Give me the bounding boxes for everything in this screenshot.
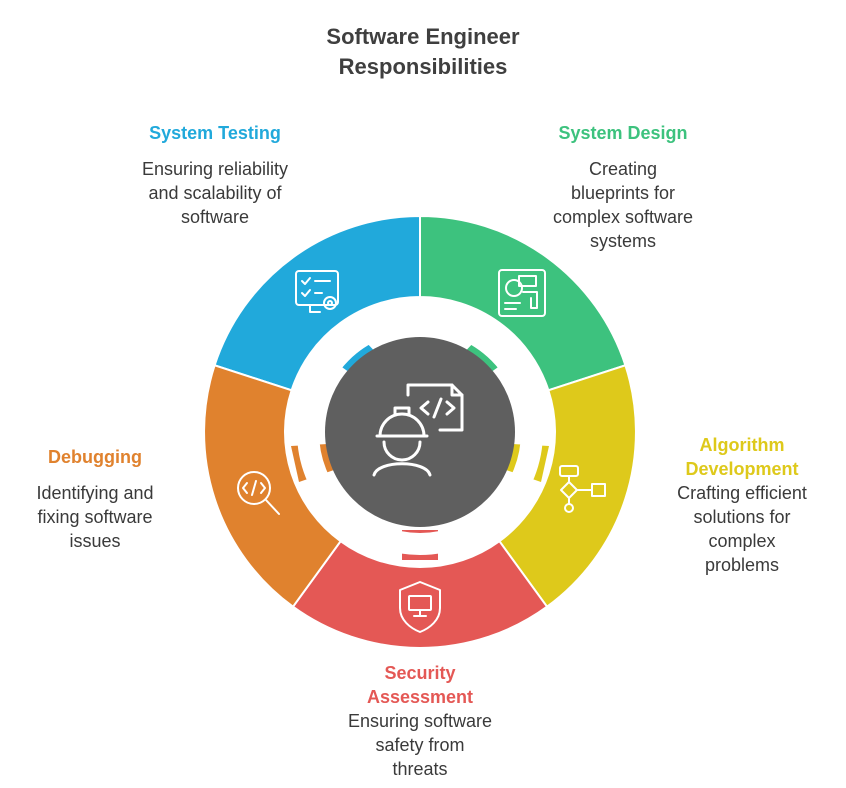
label-security-assessment: Security Assessment Ensuring software sa…	[310, 661, 530, 781]
heading-system-design: System Design	[558, 123, 688, 143]
checklist-gear-icon	[295, 270, 339, 313]
shield-monitor-icon	[399, 581, 441, 633]
heading-algorithm-development: Algorithm Development	[685, 435, 799, 479]
heading-security-assessment: Security Assessment	[366, 663, 474, 707]
heading-system-testing: System Testing	[149, 123, 281, 143]
description-system-testing: Ensuring reliability and scalability of …	[141, 159, 289, 227]
code-search-icon	[237, 471, 280, 515]
blueprint-layout-icon	[498, 269, 546, 317]
center-circle	[325, 337, 515, 527]
software-engineer-code-icon	[372, 383, 464, 477]
flowchart-icon	[559, 465, 606, 513]
label-algorithm-development: Algorithm Development Crafting efficient…	[646, 433, 838, 577]
label-debugging: Debugging Identifying and fixing softwar…	[0, 445, 190, 553]
description-security-assessment: Ensuring software safety from threats	[347, 711, 493, 779]
title-line-1: Software Engineer	[326, 24, 520, 49]
description-system-design: Creating blueprints for complex software…	[552, 159, 694, 251]
label-system-design: System Design Creating blueprints for co…	[510, 121, 736, 253]
description-debugging: Identifying and fixing software issues	[36, 483, 154, 551]
title-line-2: Responsibilities	[338, 54, 508, 79]
label-system-testing: System Testing Ensuring reliability and …	[100, 121, 330, 229]
heading-debugging: Debugging	[48, 447, 142, 467]
description-algorithm-development: Crafting efficient solutions for complex…	[677, 483, 807, 575]
diagram-title: Software Engineer Responsibilities	[0, 22, 846, 82]
